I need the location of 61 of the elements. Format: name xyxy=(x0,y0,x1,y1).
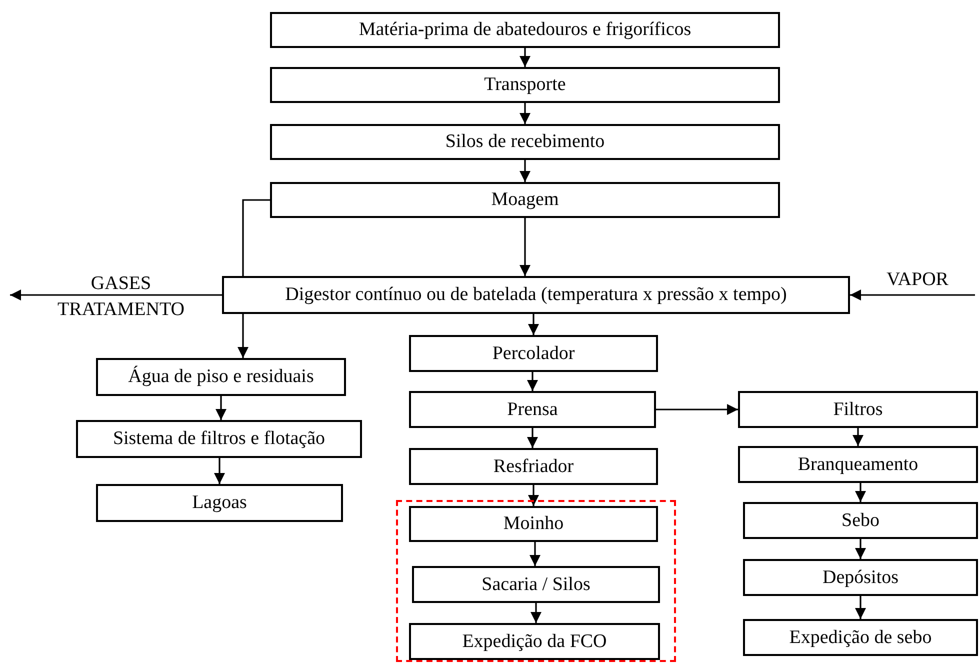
box-label: Sebo xyxy=(842,510,880,532)
process-box xyxy=(743,502,978,539)
process-box xyxy=(76,420,362,458)
box-label: Expedição de sebo xyxy=(789,626,932,648)
process-box xyxy=(743,619,978,656)
arrow xyxy=(10,289,222,301)
process-box xyxy=(738,391,978,428)
box-label: Filtros xyxy=(833,398,883,420)
arrow xyxy=(519,103,531,124)
edge-label: GASES TRATAMENTO xyxy=(56,272,186,322)
process-box xyxy=(738,446,978,483)
process-box xyxy=(222,276,850,314)
process-box xyxy=(270,12,780,48)
arrow xyxy=(519,48,531,67)
process-box xyxy=(409,506,658,542)
arrow xyxy=(854,483,866,502)
process-box xyxy=(270,67,780,103)
process-box xyxy=(409,391,656,428)
box-label: Silos de recebimento xyxy=(445,131,605,153)
arrow xyxy=(526,372,538,391)
box-label: Depósitos xyxy=(822,566,898,588)
arrow xyxy=(519,160,531,182)
arrow xyxy=(528,485,540,506)
box-label: Sistema de filtros e flotação xyxy=(112,428,326,450)
process-box xyxy=(743,559,978,596)
box-label: Resfriador xyxy=(493,456,574,478)
arrow xyxy=(852,428,864,446)
box-label: Prensa xyxy=(507,398,558,420)
process-box xyxy=(409,448,658,485)
arrow xyxy=(526,428,538,448)
process-box xyxy=(270,124,780,160)
arrow xyxy=(237,314,249,358)
arrow xyxy=(530,603,542,623)
box-label: Sacaria / Silos xyxy=(482,574,590,596)
box-label: Moagem xyxy=(491,189,559,211)
arrow xyxy=(215,396,227,420)
box-label: Percolador xyxy=(492,342,575,364)
box-label: Água de piso e residuais xyxy=(128,366,314,388)
box-label: Branqueamento xyxy=(798,454,918,476)
arrow xyxy=(656,404,738,416)
arrow xyxy=(519,218,531,276)
box-label: Digestor contínuo ou de batelada (temperatura x pressão x tempo) xyxy=(285,284,787,306)
arrow xyxy=(854,596,866,619)
process-box xyxy=(270,182,780,218)
box-label: Matéria-prima de abatedouros e frigoríficos xyxy=(358,19,692,41)
arrow xyxy=(529,542,541,566)
box-label: Moinho xyxy=(503,513,564,535)
dashed-group-frame xyxy=(396,500,676,662)
arrow xyxy=(528,314,540,335)
arrow xyxy=(850,289,975,301)
box-label: Expedição da FCO xyxy=(462,630,607,652)
process-box xyxy=(409,335,658,372)
edge-label: VAPOR xyxy=(886,269,950,291)
box-label: Transporte xyxy=(484,74,566,96)
process-box xyxy=(96,358,346,396)
box-label: Lagoas xyxy=(192,492,247,514)
process-box xyxy=(96,484,343,522)
arrow xyxy=(214,458,226,484)
process-box xyxy=(409,623,660,660)
arrow xyxy=(854,539,866,559)
process-box xyxy=(412,566,660,603)
